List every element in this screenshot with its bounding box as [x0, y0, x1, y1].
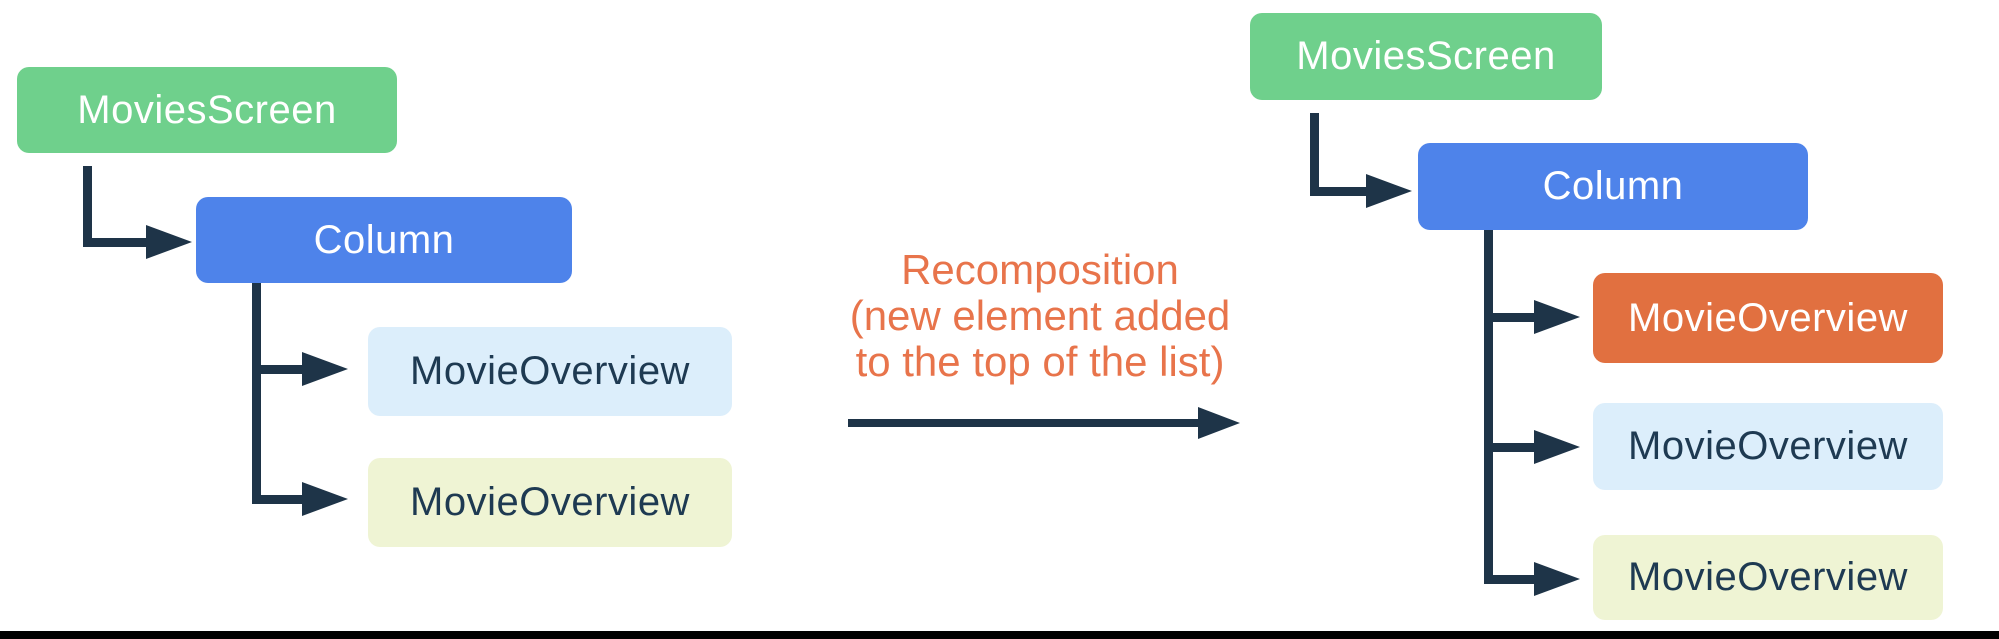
left-branch-2-arrowhead-icon — [302, 482, 348, 516]
left-tree-movieoverview-node-1: MovieOverview — [368, 327, 732, 416]
left-root-arrowhead-icon — [146, 225, 192, 259]
transition-arrow-line — [848, 419, 1200, 427]
right-branch-1-line — [1484, 313, 1536, 322]
recomposition-annotation: Recomposition (new element added to the … — [830, 247, 1250, 385]
left-column-trunk-line — [252, 283, 261, 504]
annotation-line-2: (new element added — [849, 292, 1231, 339]
right-branch-2-arrowhead-icon — [1534, 430, 1580, 464]
bottom-edge-bar — [0, 631, 1999, 639]
right-root-connector-vertical-line — [1310, 113, 1319, 196]
left-tree-column-node: Column — [196, 197, 572, 283]
right-branch-3-line — [1484, 575, 1536, 584]
right-column-trunk-line — [1484, 230, 1493, 584]
right-root-connector-horizontal-line — [1310, 187, 1370, 196]
annotation-line-3: to the top of the list) — [855, 338, 1225, 385]
annotation-line-1: Recomposition — [901, 246, 1179, 293]
left-root-connector-vertical-line — [83, 166, 92, 247]
left-tree-moviesscreen-node: MoviesScreen — [17, 67, 397, 153]
right-tree-moviesscreen-node: MoviesScreen — [1250, 13, 1602, 100]
right-root-arrowhead-icon — [1366, 174, 1412, 208]
left-root-connector-horizontal-line — [83, 238, 150, 247]
left-branch-1-arrowhead-icon — [302, 352, 348, 386]
right-branch-1-arrowhead-icon — [1534, 300, 1580, 334]
left-tree-movieoverview-node-2: MovieOverview — [368, 458, 732, 547]
left-branch-2-line — [252, 495, 304, 504]
right-tree-movieoverview-node-new: MovieOverview — [1593, 273, 1943, 363]
right-branch-2-line — [1484, 443, 1536, 452]
transition-arrowhead-icon — [1198, 407, 1240, 439]
right-branch-3-arrowhead-icon — [1534, 562, 1580, 596]
right-tree-movieoverview-node-2: MovieOverview — [1593, 403, 1943, 490]
right-tree-column-node: Column — [1418, 143, 1808, 230]
right-tree-movieoverview-node-3: MovieOverview — [1593, 535, 1943, 620]
left-branch-1-line — [252, 365, 304, 374]
